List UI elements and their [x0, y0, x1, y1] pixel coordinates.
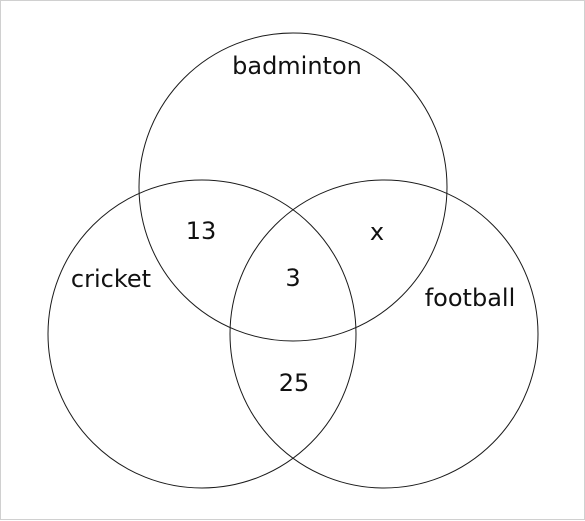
football-circle — [229, 179, 539, 489]
badminton-circle — [138, 32, 448, 342]
badminton-label: badminton — [232, 52, 362, 80]
cricket-label: cricket — [71, 265, 151, 293]
region-badminton-football: x — [370, 218, 384, 246]
region-all-three: 3 — [285, 264, 300, 292]
cricket-circle — [47, 179, 357, 489]
region-badminton-cricket: 13 — [186, 217, 217, 245]
region-cricket-football: 25 — [279, 369, 310, 397]
football-label: football — [425, 284, 516, 312]
